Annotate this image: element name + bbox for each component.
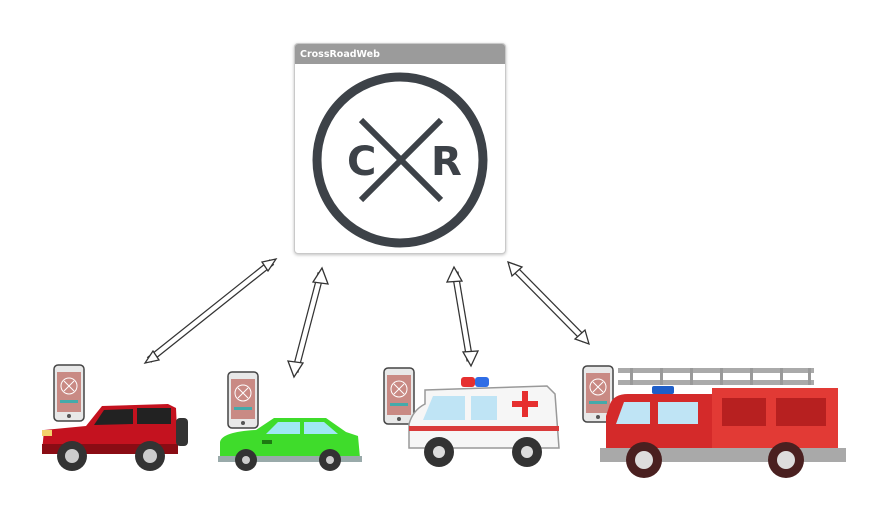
crossroad-logo: C R <box>312 72 488 248</box>
logo-letter-c: C <box>347 139 376 185</box>
crossroadweb-server-window: CrossRoadWeb C R <box>294 43 506 254</box>
red-suv-icon <box>42 404 188 471</box>
logo-letter-r: R <box>431 139 462 185</box>
green-car-icon <box>218 418 362 471</box>
arrow-server-ambulance <box>445 265 480 368</box>
arrow-server-fire-truck <box>507 260 590 346</box>
smartphone-icon <box>383 367 415 425</box>
smartphone-icon <box>227 371 259 429</box>
arrow-server-green-car <box>287 266 329 379</box>
window-title: CrossRoadWeb <box>295 44 505 64</box>
ambulance-icon <box>408 377 560 467</box>
arrow-server-red-suv <box>143 258 278 364</box>
fire-truck-icon <box>600 368 846 478</box>
smartphone-icon <box>582 365 614 423</box>
smartphone-icon <box>53 364 85 422</box>
